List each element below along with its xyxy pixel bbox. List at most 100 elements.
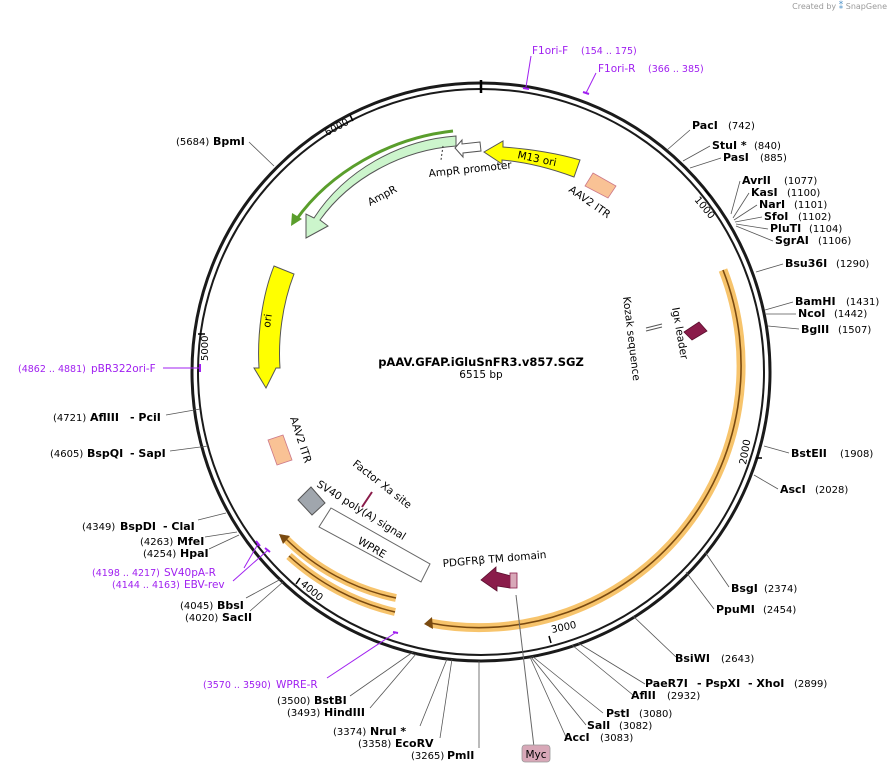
enzyme-pluti[interactable]: PluTI [770,222,801,235]
enzyme-psti[interactable]: PstI [606,707,630,720]
plasmid-length: 6515 bp [459,369,503,381]
enzyme-sfoi[interactable]: SfoI [764,210,788,223]
ampr-feature[interactable] [305,135,457,239]
wpre-feature[interactable] [318,507,431,583]
enzyme-sapi[interactable]: - SapI [130,447,166,460]
ori-label: ori [261,313,275,328]
aav2-itr-bottom-feature[interactable] [267,434,293,466]
leader-hpai [208,534,240,550]
leader-hindiii [369,653,417,709]
leader-afliii [165,408,201,416]
pdgfrb-tm-label: PDGFRβ TM domain [442,549,547,570]
leader-bspdi [197,512,227,521]
enzyme-hindiii-pos: (3493) [287,708,320,719]
enzyme-ecorv[interactable]: EcoRV [395,737,434,750]
myc-tag-badge[interactable] [521,744,551,763]
enzyme-stui[interactable]: StuI * [712,139,747,152]
primer-marker-wpre-r [392,631,399,634]
enzyme-paer7i[interactable]: PaeR7I [645,677,688,690]
enzyme-bspqi[interactable]: BspQI [87,447,123,460]
enzyme-kasi[interactable]: KasI [751,186,778,199]
leader-nari [733,204,758,221]
enzyme-bsiwi[interactable]: BsiWI [675,652,710,665]
enzyme-sfoi-pos: (1102) [798,212,831,223]
primer-name-ebv-rev: EBV-rev [184,579,225,591]
enzyme-avrii[interactable]: AvrII [742,174,771,187]
leader-wpre-r [326,632,396,679]
enzyme-pluti-pos: (1104) [809,224,842,235]
enzyme-ncoi[interactable]: NcoI [798,307,825,320]
enzyme-bspdi-pos: (4349) [82,522,115,533]
enzyme-sali[interactable]: SalI [587,719,610,732]
enzyme-hindiii[interactable]: HindIII [324,706,365,719]
enzyme-bsu36i[interactable]: Bsu36I [785,257,827,270]
igk-leader-feature[interactable] [683,321,708,341]
ori-feature[interactable] [253,265,295,390]
enzyme-sacii[interactable]: SacII [222,611,252,624]
enzyme-aflii[interactable]: AflII [631,689,656,702]
enzyme-acci[interactable]: AccI [564,731,590,744]
primer-range-wpre-r: (3570 .. 3590) [203,680,271,691]
leader-nrui [419,658,448,727]
enzyme-nari[interactable]: NarI [759,198,785,211]
ampr-label: AmpR [366,183,399,208]
m13-ori-feature[interactable] [483,140,581,178]
leader-f1ori-r [585,72,597,94]
leader-f1ori-f [525,55,532,88]
enzyme-pmli[interactable]: PmlI [447,749,474,762]
enzyme-nrui[interactable]: NruI * [370,725,406,738]
leader-mfei [204,531,238,538]
enzyme-bglii[interactable]: BglII [801,323,829,336]
enzyme-bsgi[interactable]: BsgI [731,582,758,595]
enzyme-sali-pos: (3082) [619,721,652,732]
enzyme-mfei[interactable]: MfeI [177,535,204,548]
enzyme-paci[interactable]: PacI [692,119,718,132]
primer-marker-sv40pa-r [255,540,261,547]
enzyme-bspdi[interactable]: BspDI [120,520,156,533]
aav2-itr-top-feature[interactable] [584,172,617,199]
enzyme-sgrai[interactable]: SgrAI [775,234,809,247]
enzyme-clai[interactable]: - ClaI [163,520,195,533]
myc-tag-feature[interactable] [509,572,518,589]
leader-sv40pa-r [243,543,259,569]
enzyme-bsteii[interactable]: BstEII [791,447,827,460]
enzyme-afliii-pos: (4721) [53,413,86,424]
leader-bamhi [764,301,794,311]
leader-bpmi [248,141,275,167]
enzyme-afliii[interactable]: AflIII [90,411,119,424]
enzyme-sacii-pos: (4020) [185,613,218,624]
factor-xa-feature[interactable] [361,491,373,508]
enzyme-bstbi[interactable]: BstBI [314,694,347,707]
enzyme-pmli-pos: (3265) [411,751,444,762]
kozak-feature-line-2 [645,326,663,332]
myc-leader-line [515,594,535,748]
enzyme-bbsi[interactable]: BbsI [217,599,244,612]
pdgfrb-tm-feature[interactable] [480,566,512,592]
scale-label-3000: 3000 [550,620,577,636]
enzyme-bamhi[interactable]: BamHI [795,295,836,308]
enzyme-bpmi[interactable]: BpmI [213,135,245,148]
leader-bsu36i [755,263,784,273]
enzyme-ppumi[interactable]: PpuMI [716,603,755,616]
enzyme-stui-pos: (840) [754,141,781,152]
enzyme-bsu36i-pos: (1290) [836,259,869,270]
leader-paci [666,129,691,151]
enzyme-asci[interactable]: AscI [780,483,806,496]
primer-leader-lines [163,55,597,679]
leader-bbsi [245,578,282,599]
enzyme-leader-lines [165,129,800,748]
sv40-polya-feature[interactable] [297,486,326,516]
enzyme-pspxi[interactable]: - PspXI [697,677,740,690]
enzyme-avrii-pos: (1077) [784,176,817,187]
leader-pasi [689,157,722,169]
leader-pluti [735,223,769,230]
enzyme-pasi[interactable]: PasI [723,151,749,164]
enzyme-hpai[interactable]: HpaI [180,547,209,560]
enzyme-pcii[interactable]: - PciI [130,411,161,424]
ampr-promoter-feature[interactable] [454,138,482,159]
leader-stui [682,145,711,162]
enzyme-paci-pos: (742) [728,121,755,132]
enzyme-xhoi[interactable]: - XhoI [748,677,784,690]
created-by-label: Created by [792,2,837,11]
enzyme-bsiwi-pos: (2643) [721,654,754,665]
